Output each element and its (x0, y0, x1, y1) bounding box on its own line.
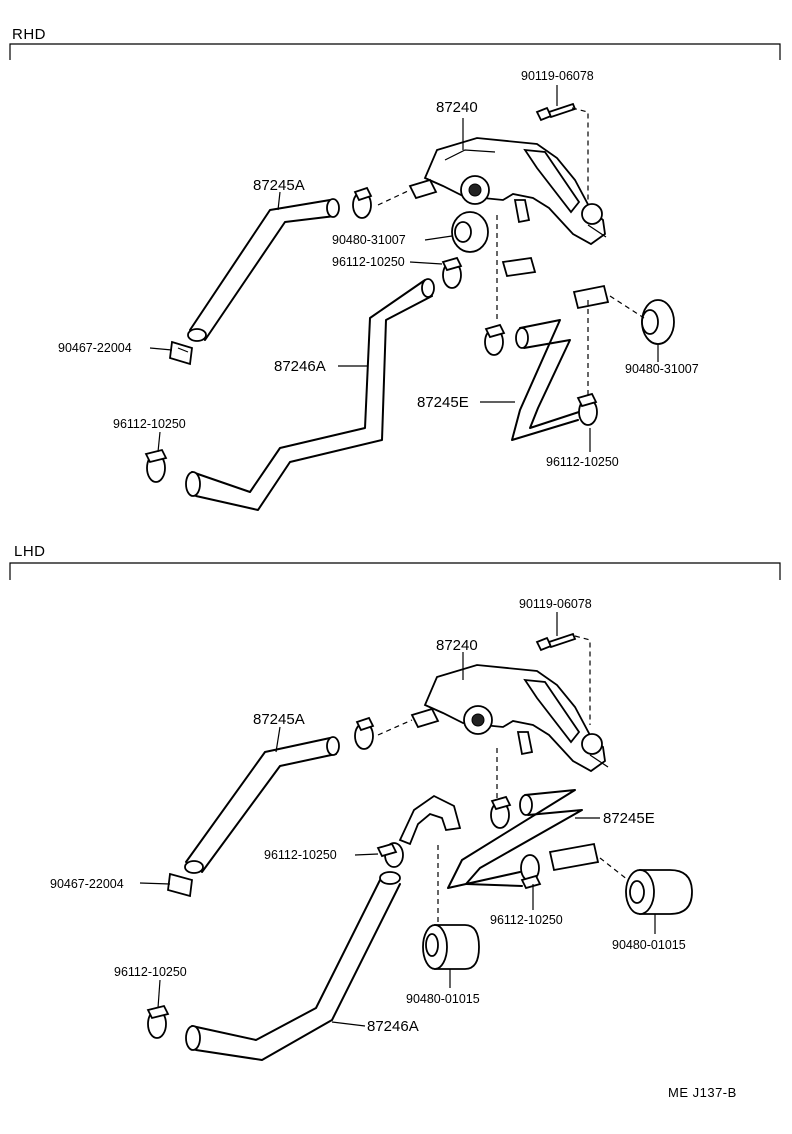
lhd-clip-part (167, 872, 193, 898)
lhd-label-clamp-3: 96112-10250 (114, 965, 187, 979)
lhd-clamp-3-part (146, 1004, 170, 1039)
rhd-hose-b-part (185, 278, 435, 511)
rhd-grommet-1-leader (424, 235, 453, 241)
rhd-clamp-2-part (144, 448, 168, 483)
rhd-label-grommet-1: 90480-31007 (332, 233, 406, 247)
lhd-section-label: LHD (14, 543, 46, 560)
lhd-grommet-2-part (548, 842, 693, 915)
lhd-hose-a-leader (275, 726, 281, 753)
rhd-valve-dash-1 (377, 189, 411, 206)
rhd-grommet-2-dash (609, 295, 645, 319)
rhd-bolt-dash (571, 107, 589, 200)
lhd-hose-e-part (447, 789, 583, 889)
lhd-label-hose-a: 87245A (253, 711, 305, 728)
rhd-clamp-1-leader (409, 261, 443, 265)
lhd-hose-b-part (185, 871, 401, 1061)
lhd-clamp-3-leader (157, 979, 161, 1009)
lhd-clamp-1-leader (354, 853, 379, 856)
lhd-diagram: 90119-06078 87240 87245A 87245E 96112-10… (50, 597, 693, 1061)
rhd-clamp-2-leader (157, 431, 161, 453)
rhd-hose-e-part (511, 319, 586, 441)
rhd-clip-leader (149, 347, 173, 351)
rhd-hose-a-leader (277, 191, 281, 211)
lhd-label-grommet-2: 90480-01015 (612, 938, 686, 952)
rhd-section-label: RHD (12, 26, 46, 43)
rhd-label-clip: 90467-22004 (58, 341, 132, 355)
rhd-label-clamp-2: 96112-10250 (113, 417, 186, 431)
rhd-frame (9, 43, 781, 60)
lhd-clamp-e-part (490, 795, 512, 829)
lhd-clamp-2-part (520, 854, 542, 890)
lhd-valve-dash-1 (377, 719, 413, 736)
lhd-label-grommet-1: 90480-01015 (406, 992, 480, 1006)
lhd-label-hose-b: 87246A (367, 1018, 419, 1035)
lhd-clamp-top-part (354, 716, 375, 750)
rhd-label-clamp-3: 96112-10250 (546, 455, 619, 469)
lhd-label-clamp-2: 96112-10250 (490, 913, 563, 927)
lhd-bolt-part (535, 632, 577, 652)
lhd-grommet-1-part (422, 924, 480, 970)
rhd-clip-part (169, 340, 193, 366)
rhd-label-hose-e: 87245E (417, 394, 469, 411)
rhd-label-grommet-2: 90480-31007 (625, 362, 699, 376)
lhd-clip-leader (139, 882, 171, 885)
rhd-label-hose-a: 87245A (253, 177, 305, 194)
rhd-label-bolt: 90119-06078 (521, 69, 594, 83)
lhd-pipe-bend-part (398, 794, 462, 846)
lhd-valve-part (410, 664, 609, 773)
rhd-label-valve: 87240 (436, 99, 478, 116)
lhd-label-valve: 87240 (436, 637, 478, 654)
lhd-label-bolt: 90119-06078 (519, 597, 592, 611)
rhd-clamp-3-part (576, 392, 598, 426)
rhd-valve-part (408, 137, 607, 246)
lhd-label-clamp-1: 96112-10250 (264, 848, 337, 862)
rhd-bolt-part (535, 102, 577, 122)
lhd-hose-a-part (184, 736, 340, 874)
rhd-hose-a-part (187, 198, 340, 342)
rhd-diagram: 90119-06078 87240 87245A 90480-31007 961… (58, 69, 699, 511)
lhd-clamp-1-part (376, 842, 404, 868)
lhd-bolt-dash (574, 635, 591, 725)
rhd-label-clamp-1: 96112-10250 (332, 255, 405, 269)
rhd-grommet-1-part (451, 211, 489, 253)
rhd-clamp-1-part (441, 256, 537, 289)
rhd-clamp-top-part (352, 186, 373, 219)
rhd-grommet-2-part (572, 284, 675, 345)
lhd-hose-b-leader (331, 1021, 366, 1027)
diagram-code: ME J137-B (668, 1085, 737, 1100)
lhd-label-clip: 90467-22004 (50, 877, 124, 891)
lhd-frame (9, 562, 781, 580)
rhd-clamp-e-part (484, 323, 506, 356)
rhd-label-hose-b: 87246A (274, 358, 326, 375)
lhd-grommet-2-dash (599, 857, 629, 881)
lhd-label-hose-e: 87245E (603, 810, 655, 827)
